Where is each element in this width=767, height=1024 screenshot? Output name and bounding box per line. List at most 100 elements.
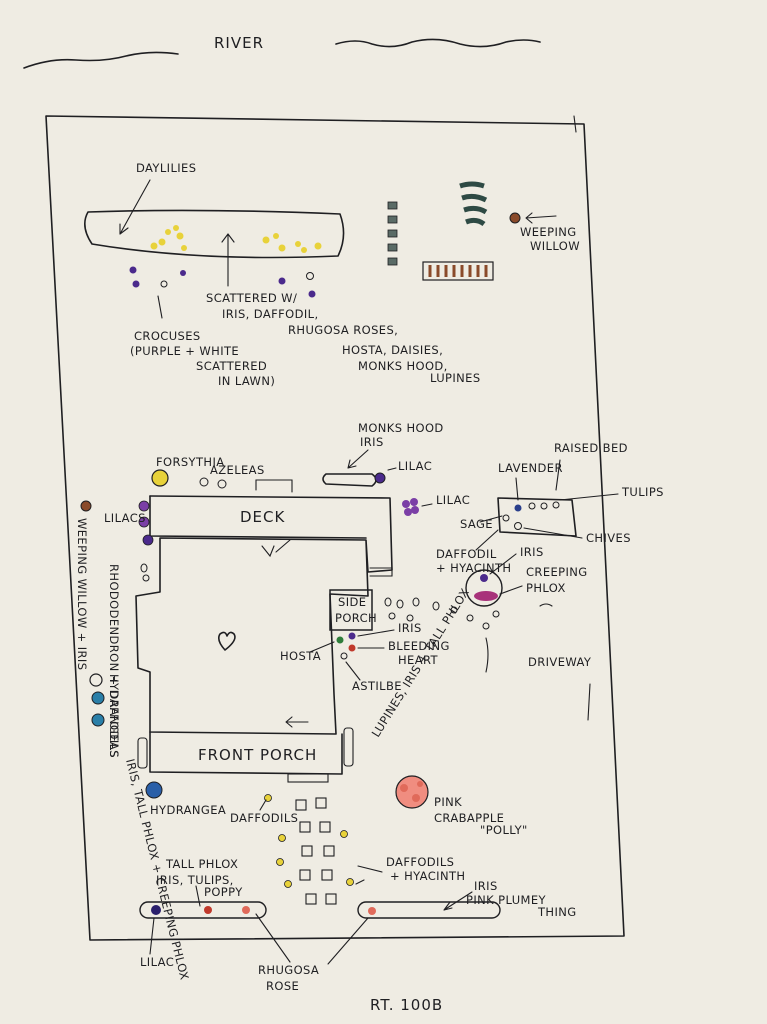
dash-lilac-right <box>421 503 433 507</box>
arrow-daffodils-hyacinth <box>355 865 383 885</box>
deck-stairs <box>255 479 293 493</box>
driveway-edge-1 <box>485 637 489 673</box>
front-porch-outline <box>149 731 343 775</box>
lilac-bottom-plant <box>151 905 161 915</box>
arrow-astilbe <box>345 661 361 681</box>
hydrangea-shrubs-west <box>89 673 105 727</box>
label-hydrangeas: HYDRANGEAS <box>107 674 121 758</box>
arrow-scattered <box>221 233 235 287</box>
label-lavender: LAVENDER <box>498 461 563 475</box>
weeping-willow-ne-tree <box>509 212 521 224</box>
arrow-willow-ne <box>525 212 557 224</box>
chives-plant <box>514 522 522 530</box>
stepping-stones <box>384 597 500 630</box>
arrow-iris-bed <box>489 553 517 575</box>
arrow-crocuses <box>157 295 163 319</box>
label-daylilies: DAYLILIES <box>136 161 196 175</box>
monks-hood-bed <box>322 473 377 487</box>
ne-fence <box>422 261 494 281</box>
hydrangea-shrub <box>145 781 163 799</box>
label-hydrangeas-group: HYDRANGEAS <box>107 674 121 758</box>
bottom-right-bed <box>357 901 501 919</box>
arrow-lavender <box>515 477 519 501</box>
label-pink-crabapple: PINK CRABAPPLE "POLLY" <box>434 795 528 837</box>
label-crocuses: CROCUSES (PURPLE + WHITE SCATTERED IN LA… <box>130 329 275 388</box>
label-monks-hood-iris: MONKS HOOD IRIS <box>358 421 448 449</box>
walkway-daffodils <box>264 794 354 888</box>
azalea-shrubs <box>199 477 227 489</box>
river-wave-right <box>335 38 541 48</box>
porch-bench-right <box>343 727 354 767</box>
label-creeping-phlox: CREEPING PHLOX <box>526 565 592 595</box>
label-lupines-iris-phlox: LUPINES, IRIS + TALL PHLOX <box>369 586 472 740</box>
arrow-tulips <box>559 493 619 501</box>
river-wave-left <box>23 51 179 69</box>
side-porch-outline <box>329 589 373 631</box>
label-daffodils-walk: DAFFODILS <box>230 811 298 825</box>
label-driveway: DRIVEWAY <box>528 655 592 669</box>
side-porch-label: SIDE PORCH <box>335 595 377 625</box>
label-azaleas: AZELEAS <box>210 463 265 477</box>
label-forsythia: FORSYTHIA <box>156 455 225 469</box>
deck-door-mark <box>261 539 291 558</box>
arrow-daffodil-hyacinth-bed <box>475 529 499 551</box>
label-lilac-top: LILAC <box>398 459 432 473</box>
arrow-creeping-phlox <box>499 585 523 595</box>
label-rhugosa-rose: RHUGOSA ROSE <box>258 963 323 993</box>
label-lilacs-west: LILACS <box>104 511 146 525</box>
day-lily-bed <box>84 209 345 259</box>
pink-crabapple-tree <box>395 775 429 809</box>
label-lilac-bottom: LILAC <box>140 955 174 969</box>
label-hydrangea: HYDRANGEA <box>150 803 226 817</box>
label-weeping-willow-ne: WEEPING WILLOW <box>520 225 581 253</box>
label-bleeding-heart: BLEEDING HEART <box>388 639 454 667</box>
iris-phlox-bed <box>465 569 503 607</box>
arrow-rhugosa-left <box>255 913 291 963</box>
label-weeping-willow-iris: WEEPING WILLOW + IRIS <box>75 518 89 670</box>
iris-pink-plant <box>368 907 376 915</box>
label-tall-phlox-group: TALL PHLOX IRIS, TULIPS, POPPY <box>156 857 243 899</box>
lilacs-west-shrubs <box>138 500 154 546</box>
label-sage: SAGE <box>460 517 493 531</box>
arrow-tall-phlox <box>195 885 201 907</box>
label-chives: CHIVES <box>586 531 631 545</box>
side-porch-steps <box>369 567 393 577</box>
label-hosta: HOSTA <box>280 649 321 663</box>
rhugosa-rose-plant <box>242 906 250 914</box>
tulip-plants <box>528 501 560 510</box>
arrow-iris-side <box>357 629 395 637</box>
label-tulips: TULIPS <box>621 485 664 499</box>
day-lily-flowers <box>150 225 322 253</box>
heart-symbol <box>218 631 236 651</box>
ne-stone-blocks <box>387 201 398 266</box>
label-lilac-right: LILAC <box>436 493 470 507</box>
ne-arcs <box>459 181 488 227</box>
lavender-plant <box>514 504 522 512</box>
label-lupines-group: LUPINES, IRIS + TALL PHLOX <box>369 586 472 740</box>
label-astilbe: ASTILBE <box>352 679 402 693</box>
arrow-chives <box>523 527 583 539</box>
iris-bed-plant <box>480 574 488 582</box>
rhododendron-shrubs <box>140 563 150 582</box>
label-iris-side: IRIS <box>398 621 422 635</box>
arrow-daylilies <box>119 179 151 235</box>
weeping-willow-west-tree <box>80 500 92 512</box>
astilbe-plant <box>340 652 348 660</box>
property-boundary <box>45 115 625 941</box>
label-iris-pink-plumey: IRIS PINK PLUMEY THING <box>466 879 577 919</box>
porch-bench-left <box>137 737 148 769</box>
bleeding-heart-plant <box>348 644 356 652</box>
iris-side-plant <box>348 632 356 640</box>
crocus-dots <box>129 266 316 298</box>
front-steps <box>287 773 329 783</box>
front-porch-arrow <box>285 716 309 728</box>
bottom-left-bed <box>139 901 267 919</box>
dash-lilac-top <box>387 467 397 471</box>
poppy-plant <box>204 906 212 914</box>
arrow-daffodils-walk <box>259 799 267 811</box>
river-title: RIVER <box>214 34 264 52</box>
arrow-monks-hood <box>347 449 369 469</box>
front-porch-label: FRONT PORCH <box>198 746 317 764</box>
walkway-stones <box>295 797 337 905</box>
